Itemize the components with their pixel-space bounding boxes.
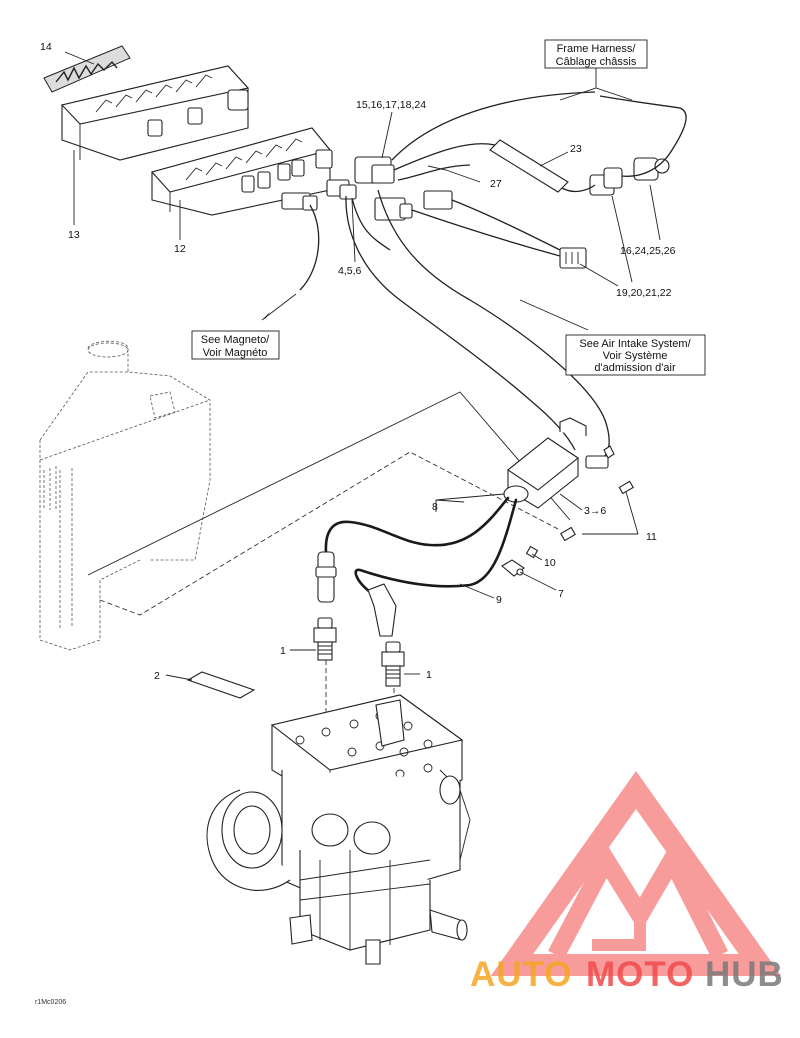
label-plate-14 [43,45,131,93]
magneto-ref-line2: Voir Magnéto [203,347,268,359]
connector-sensor [423,190,453,210]
callout-7: 7 [558,588,564,600]
frame-harness-ref-line2: Câblage châssis [556,56,637,68]
connector-19 [374,197,413,221]
callout-10: 10 [544,557,556,569]
callout-1-left: 1 [280,645,286,657]
watermark-text: AUTO MOTO HUB [470,955,784,994]
callout-13: 13 [68,229,80,241]
nut-10 [525,545,539,559]
watermark-auto: AUTO [470,955,573,994]
air-intake-ref-box: See Air Intake System/ Voir Système d'ad… [565,334,706,376]
callout-2: 2 [154,670,160,682]
frame-harness-ref-line1: Frame Harness/ [557,43,637,55]
ignition-coil [503,417,615,509]
harness-wires [299,91,687,461]
air-intake-ref-line1: See Air Intake System/ [579,338,691,350]
spark-plug-right [381,641,405,687]
magneto-ref-box: See Magneto/ Voir Magnéto [191,330,280,360]
callout-16-24-25-26: 16,24,25,26 [620,245,676,257]
leader-lines [64,51,661,681]
bolt-3 [618,480,634,495]
connector-16 [589,157,670,196]
engine [206,694,471,965]
callout-19-20-21-22: 19,20,21,22 [616,287,672,299]
clip-7 [501,559,525,577]
callout-15-16-17-18-24: 15,16,17,18,24 [356,99,426,111]
callout-8: 8 [432,501,438,513]
callout-4-5-6: 4,5,6 [338,265,362,277]
figure-code: r1Mc0206 [35,999,66,1006]
air-intake-ref-line2: Voir Système [603,350,668,362]
oil-tank [39,340,211,651]
callout-11: 11 [646,531,657,543]
connector-15 [354,156,395,184]
air-intake-ref-line3: d'admission d'air [594,362,676,374]
ht-wire-8 [315,496,510,603]
callout-9: 9 [496,594,502,606]
connector-magneto [281,192,318,211]
frame-harness-ref-box: Frame Harness/ Câblage châssis [544,39,648,69]
spark-plug-left [313,617,337,661]
ecu-module-13 [60,65,250,161]
sensor-19 [559,247,587,269]
callout-1-right: 1 [426,669,432,681]
watermark-hub: HUB [705,955,784,994]
callout-23: 23 [570,143,582,155]
harness-sleeve-23 [489,139,569,193]
magneto-ref-line1: See Magneto/ [201,334,270,346]
bolt-11 [560,526,576,542]
ht-wire-9 [354,498,518,637]
callout-27: 27 [490,178,502,190]
connector-4 [326,179,357,200]
watermark-logo [490,770,782,976]
callout-labels: 14 13 12 15,16,17,18,24 23 27 4,5,6 16,2… [35,41,676,1006]
callout-14: 14 [40,41,52,53]
callout-3-to-6: 3→6 [584,505,606,517]
label-2 [186,671,256,699]
watermark-moto: MOTO [586,955,694,994]
callout-12: 12 [174,243,186,255]
